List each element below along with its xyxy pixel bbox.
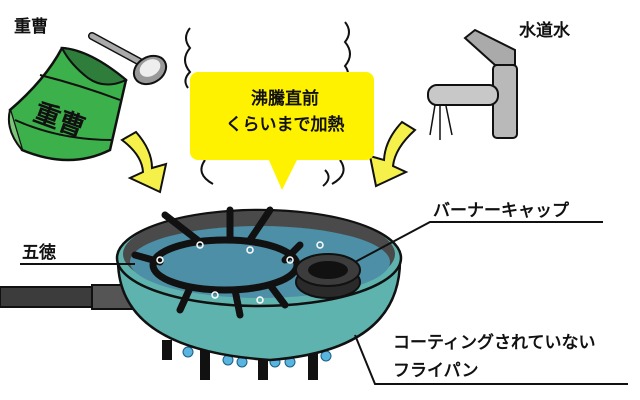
- label-trivet: 五徳: [22, 243, 56, 263]
- label-baking-soda: 重曹: [14, 17, 48, 37]
- label-burner-cap: バーナーキャップ: [433, 201, 569, 221]
- arrow-down-left-icon: [368, 120, 417, 188]
- speech-bubble: [190, 72, 374, 190]
- label-pan-line-1: コーティングされていない: [393, 333, 596, 353]
- label-tap-water: 水道水: [519, 21, 570, 41]
- burner-cap-icon: [295, 253, 361, 299]
- arrow-down-right-icon: [120, 130, 168, 194]
- baking-soda-bag-icon: [7, 46, 128, 162]
- label-pan-line-2: フライパン: [393, 361, 479, 381]
- bubble-text: 沸騰直前 くらいまで加熱: [190, 86, 380, 138]
- faucet-icon: [427, 28, 518, 140]
- bubble-line-2: くらいまで加熱: [225, 115, 345, 135]
- bubble-line-1: 沸騰直前: [251, 89, 319, 109]
- pan-handle: [0, 284, 141, 310]
- spoon-icon: [88, 32, 168, 86]
- leader-lines: [20, 221, 628, 385]
